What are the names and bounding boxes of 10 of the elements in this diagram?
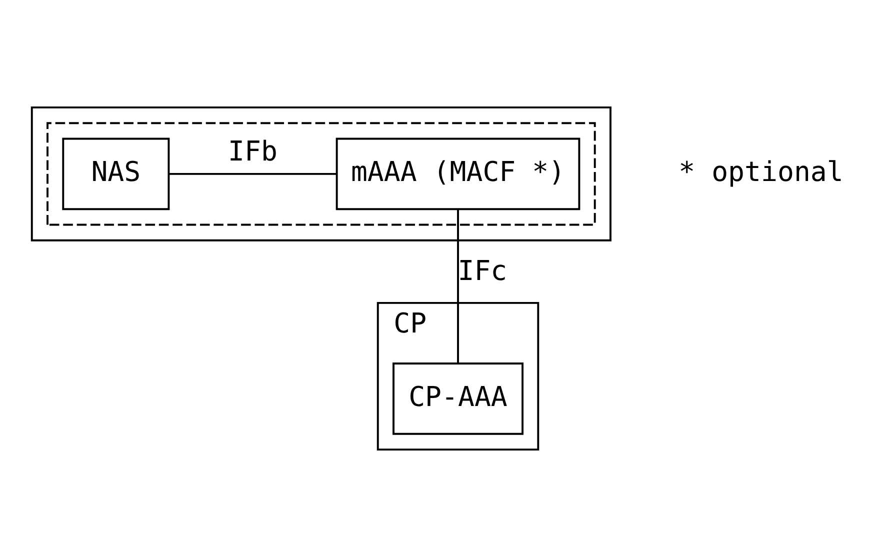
cluster <box>46 122 596 226</box>
connector <box>169 172 336 175</box>
edge-label: IFc <box>458 256 508 287</box>
connector <box>457 209 459 363</box>
node-box: mAAA (MACF *) <box>336 138 580 210</box>
node-box: NAS <box>62 138 170 210</box>
node-box: CP-AAA <box>392 362 524 435</box>
cluster <box>30 106 612 242</box>
label: * optional <box>678 157 844 188</box>
edge-label: IFb <box>228 136 278 168</box>
